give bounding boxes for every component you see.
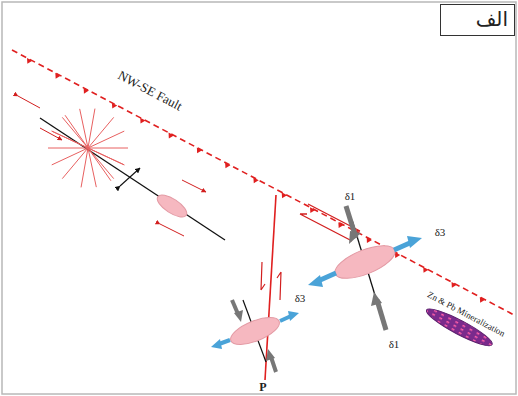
fracture-line [65, 115, 111, 181]
stress-label: δ1 [389, 339, 400, 350]
fault-p [265, 195, 276, 380]
fault-tooth [253, 177, 258, 183]
fault-tooth [197, 148, 202, 154]
fault-letter: P [259, 381, 266, 393]
fault-tooth [84, 88, 89, 94]
fracture-burst [48, 109, 128, 188]
fault-line [12, 50, 516, 316]
slip-arrow [40, 128, 62, 140]
sigma3-arrow [288, 311, 299, 321]
fault-name: NW-SE Fault [116, 68, 184, 112]
panel-label-box: الف [440, 4, 515, 36]
fault-tooth [423, 267, 428, 273]
fault-tooth [27, 58, 32, 64]
sigma3-arrow [211, 339, 222, 349]
slip-arrow [277, 272, 281, 300]
fault-tooth [367, 237, 372, 243]
stress-label: δ3 [435, 227, 446, 238]
fault-tooth [310, 207, 315, 213]
slip-arrow [160, 224, 184, 236]
sigma1-arrow [349, 231, 361, 244]
fault-tooth [395, 252, 400, 258]
stress-label: δ1 [345, 191, 356, 202]
sigma1-arrow [377, 300, 386, 330]
sigma3-arrow [407, 236, 422, 248]
slip-arrow [300, 214, 352, 241]
fault-tooth [169, 133, 174, 139]
stress-label: δ3 [295, 293, 306, 304]
sigma3-arrow [308, 275, 323, 287]
fault-tooth [225, 162, 230, 168]
sigma1-arrow [234, 310, 243, 322]
slip-arrow [18, 96, 40, 108]
fault-tooth [282, 192, 287, 198]
fault-tooth [112, 103, 117, 109]
fault-tooth [452, 282, 457, 288]
fault-teeth [27, 58, 485, 303]
mineralization-lens: Zn & Pb Mineralization [413, 287, 510, 357]
panel-letter: الف [441, 5, 514, 31]
sigma1-arrow [266, 349, 275, 361]
slip-arrow [182, 180, 206, 192]
strain-ellipse [227, 312, 283, 350]
fault-tooth [338, 222, 343, 228]
fault-tooth [480, 297, 485, 303]
sigma1-arrow [232, 300, 238, 314]
fold-arrow [120, 168, 140, 186]
strain-ellipse [331, 239, 399, 285]
fold-axis [40, 118, 225, 240]
fault-tooth [140, 118, 145, 124]
tension-ellipse [154, 191, 190, 221]
sigma1-arrow [371, 292, 382, 306]
sigma1-arrow [271, 357, 276, 372]
slip-arrow [261, 262, 265, 290]
fault-tooth [55, 73, 60, 79]
